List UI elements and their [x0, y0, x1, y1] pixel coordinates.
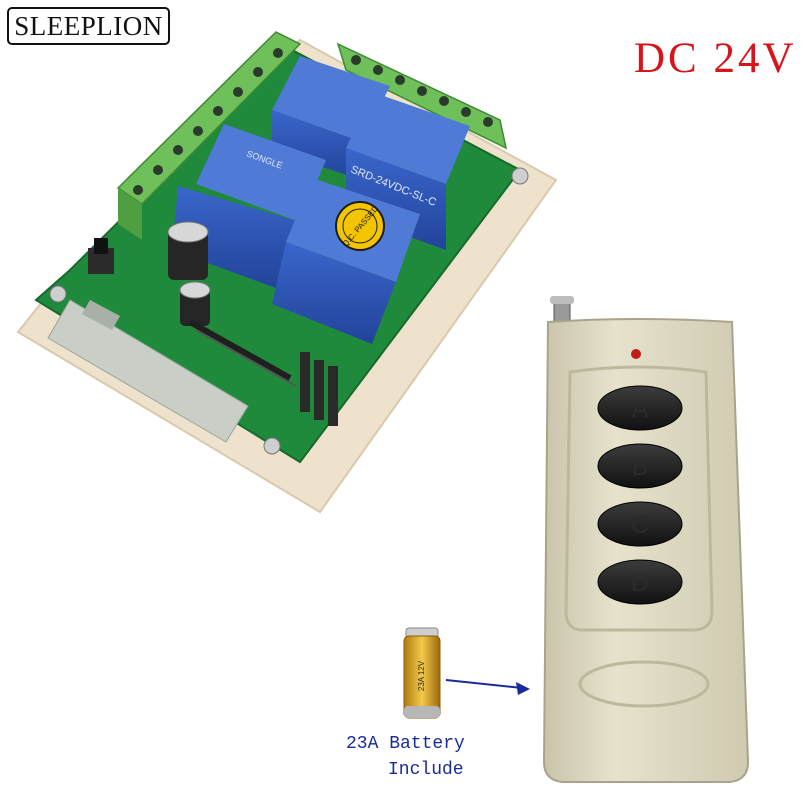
antenna-cap — [550, 296, 574, 304]
remote-button-c[interactable]: C — [597, 501, 683, 547]
qc-passed-sticker: Q.C. PASSED — [335, 201, 385, 251]
terminal-block-right — [336, 42, 508, 150]
header-pins — [300, 352, 338, 426]
indicator-led — [631, 349, 641, 359]
battery-caption-line1: 23A Battery — [346, 734, 465, 754]
battery-caption-line2: Include — [388, 760, 464, 780]
relay-2: SRD-24VDC-SL-C — [346, 92, 470, 250]
brand-logo-box: SLEEPLION — [7, 7, 170, 45]
remote-button-b[interactable]: B — [597, 443, 683, 489]
button-d-label: D — [631, 569, 649, 597]
voltage-headline: DC 24V — [634, 35, 797, 82]
button-panel — [564, 365, 714, 632]
remote-control: A B C D — [542, 296, 750, 783]
relay-module: SRD-24VDC-SL-C SONGLE Q.C. PASSED — [16, 31, 558, 514]
mounting-screws — [49, 167, 529, 455]
antenna-coil — [188, 319, 297, 387]
battery-cell-label: 23A 12V — [417, 660, 426, 691]
capacitor-large — [167, 221, 209, 280]
battery-arrow-icon — [445, 679, 530, 695]
button-a-label: A — [632, 395, 649, 423]
brand-name: SLEEPLION — [14, 10, 163, 41]
button-b-label: B — [632, 453, 649, 481]
learn-push-button — [88, 238, 114, 274]
relay-3: SONGLE — [172, 124, 326, 288]
terminal-block-left — [116, 31, 302, 240]
button-c-label: C — [631, 511, 649, 539]
remote-button-d[interactable]: D — [597, 559, 683, 605]
capacitor-small — [179, 281, 211, 326]
battery-23a: 23A 12V — [403, 627, 441, 719]
remote-button-a[interactable]: A — [597, 385, 683, 431]
battery-compartment — [578, 660, 710, 708]
remote-body — [542, 318, 750, 783]
receiver-module — [47, 299, 249, 443]
